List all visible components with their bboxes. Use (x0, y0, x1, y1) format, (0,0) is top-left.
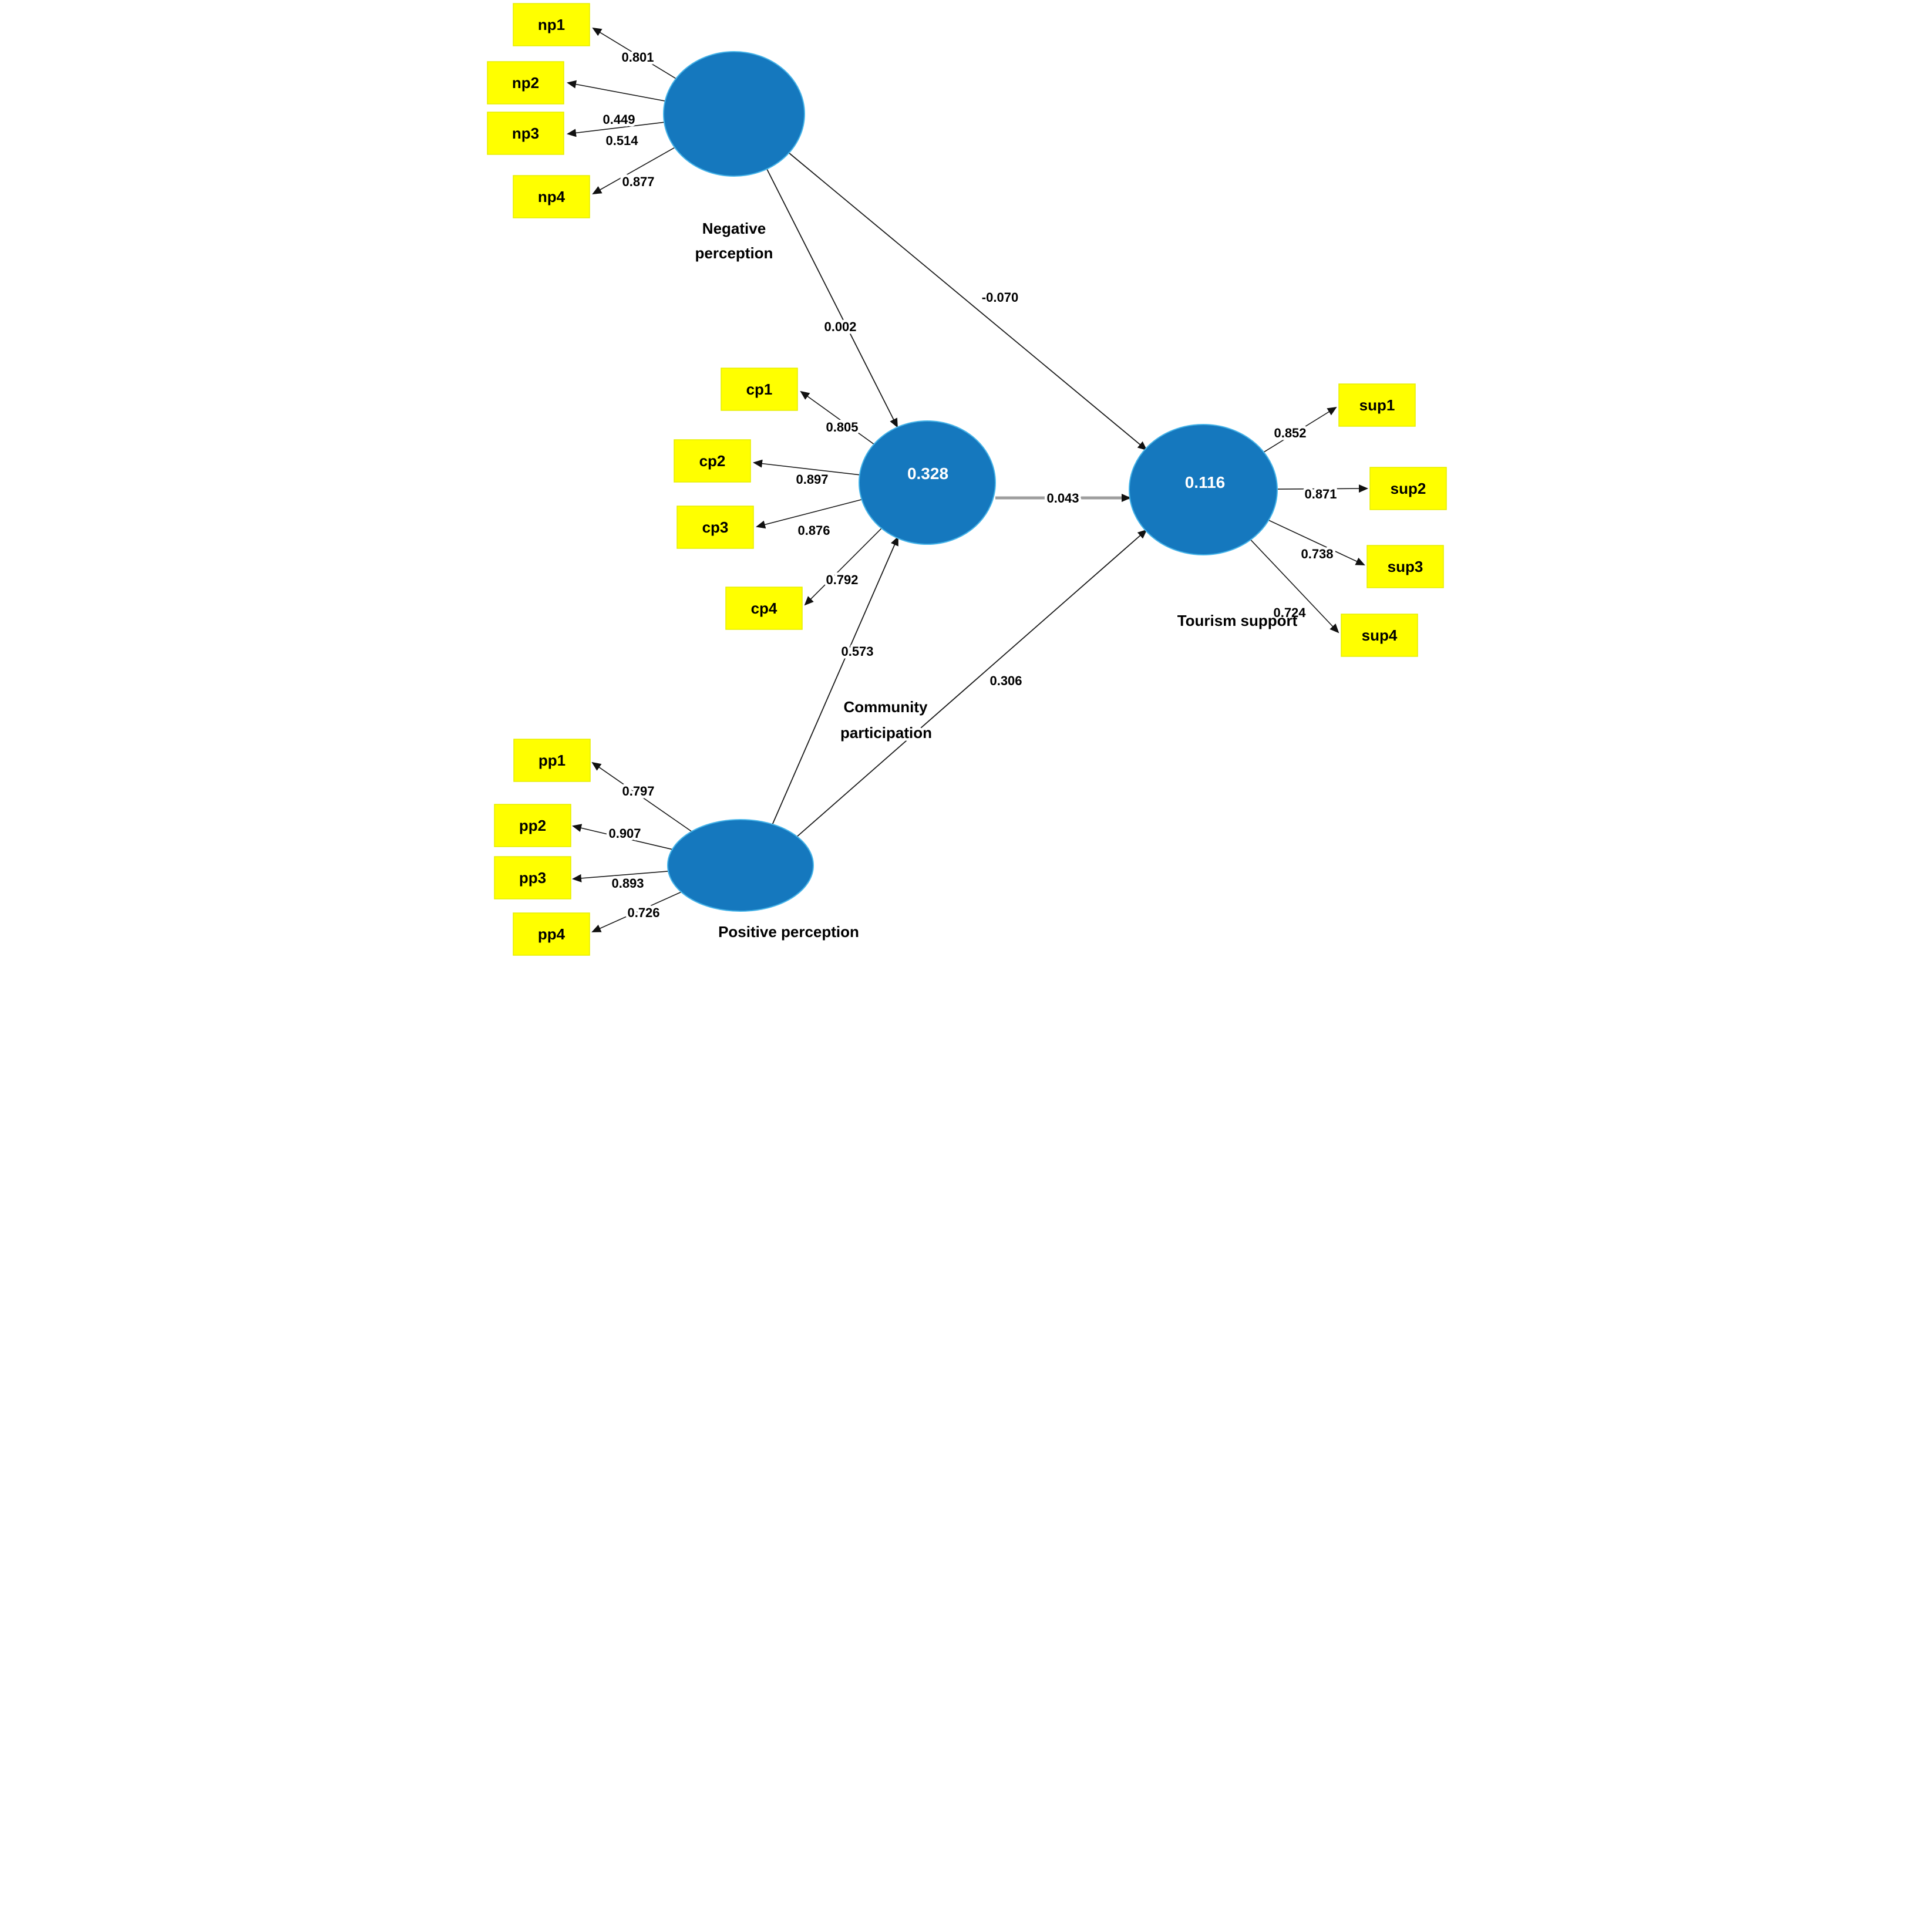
loading-np2: 0.449 (603, 112, 635, 127)
indicator-boxes (486, 3, 1447, 956)
indicator-box-cp1 (720, 368, 798, 411)
indicator-label-pp1: pp1 (538, 752, 565, 769)
loading-pp2: 0.907 (608, 826, 641, 841)
indicator-box-cp3 (676, 506, 754, 549)
indicator-label-np2: np2 (511, 74, 538, 92)
construct-label-community-line2: participation (840, 724, 931, 742)
indicator-label-sup1: sup1 (1359, 396, 1395, 414)
indicator-labels: np1 np2 np3 np4 cp1 cp2 cp3 cp4 sup1 sup… (511, 16, 1425, 943)
indicator-label-pp4: pp4 (537, 925, 565, 943)
loading-cp3: 0.876 (797, 523, 830, 538)
indicator-box-cp4 (725, 587, 803, 630)
loading-sup3: 0.738 (1301, 547, 1333, 561)
indicator-label-np4: np4 (537, 188, 565, 205)
indicator-box-sup1 (1338, 383, 1416, 427)
construct-label-negative-line1: Negative (702, 220, 765, 237)
indicator-box-pp3 (493, 856, 571, 899)
indicator-box-pp2 (493, 804, 571, 847)
indicator-box-sup2 (1369, 467, 1447, 510)
loading-np4: 0.877 (622, 174, 654, 189)
construct-tourism-support (1128, 424, 1278, 555)
indicator-box-np2 (486, 61, 564, 105)
loading-cp4: 0.792 (826, 572, 858, 587)
construct-community-participation (858, 420, 996, 545)
path-coefficient-negative-to-community: 0.002 (824, 319, 856, 334)
construct-label-tourism: Tourism support (1177, 612, 1297, 629)
path-coefficient-negative-to-tourism: -0.070 (981, 290, 1018, 305)
arrow-positive-to-tourism (795, 529, 1147, 838)
sem-path-model-figure: 0.328 0.116 np1 np2 np3 np4 cp1 cp2 cp3 … (483, 0, 1449, 962)
indicator-box-cp2 (673, 439, 751, 483)
loading-sup2: 0.871 (1304, 487, 1337, 501)
indicator-box-sup4 (1340, 614, 1418, 657)
indicator-label-pp3: pp3 (519, 869, 546, 887)
path-coefficient-positive-to-community: 0.573 (841, 644, 873, 659)
arrow-negative-to-tourism (787, 152, 1147, 451)
loading-pp3: 0.893 (611, 876, 644, 891)
indicator-label-cp1: cp1 (746, 380, 772, 398)
indicator-label-sup4: sup4 (1361, 626, 1397, 644)
indicator-box-pp4 (512, 912, 590, 956)
indicator-label-np3: np3 (511, 124, 538, 142)
construct-negative-perception (662, 51, 805, 177)
sem-diagram-canvas: 0.328 0.116 np1 np2 np3 np4 cp1 cp2 cp3 … (486, 3, 1447, 956)
indicator-box-sup3 (1366, 545, 1444, 588)
arrow-negative-to-community (765, 167, 898, 428)
arrow-positive-to-community (771, 536, 898, 825)
path-coefficient-community-to-tourism: 0.043 (1046, 491, 1079, 506)
indicator-box-pp1 (513, 739, 591, 782)
indicator-box-np3 (486, 112, 564, 155)
path-coefficient-values: 0.002 -0.070 0.043 0.573 0.306 (821, 288, 1081, 691)
indicator-label-cp3: cp3 (702, 518, 728, 536)
indicator-box-np4 (512, 175, 590, 218)
path-coefficient-positive-to-tourism: 0.306 (989, 673, 1022, 688)
indicator-label-sup3: sup3 (1387, 558, 1423, 575)
loading-pp4: 0.726 (627, 905, 659, 920)
indicator-label-cp2: cp2 (699, 452, 725, 470)
indicator-label-sup2: sup2 (1390, 480, 1426, 497)
construct-label-negative-line2: perception (695, 244, 773, 262)
latent-constructs: 0.328 0.116 (662, 51, 1278, 912)
indicator-label-pp2: pp2 (519, 817, 546, 834)
construct-positive-perception (667, 819, 814, 912)
construct-name-labels: Negative perception Community participat… (695, 220, 1297, 941)
indicator-label-np1: np1 (537, 16, 564, 33)
indicator-box-np1 (512, 3, 590, 46)
r-squared-tourism-support: 0.116 (1184, 473, 1225, 491)
r-squared-community-participation: 0.328 (907, 464, 948, 483)
indicator-label-cp4: cp4 (750, 599, 777, 617)
construct-label-positive: Positive perception (718, 923, 859, 941)
loading-pp1: 0.797 (622, 784, 654, 798)
loading-cp1: 0.805 (826, 420, 858, 434)
construct-label-community-line1: Community (843, 698, 928, 716)
loading-np3: 0.514 (605, 133, 638, 148)
loading-sup4: 0.724 (1273, 605, 1306, 620)
structural-paths (765, 152, 1147, 838)
loading-sup1: 0.852 (1274, 426, 1306, 440)
loading-cp2: 0.897 (796, 472, 828, 487)
loading-values: 0.801 0.449 0.514 0.877 0.805 0.897 0.87… (600, 48, 1339, 923)
loading-np1: 0.801 (621, 50, 654, 65)
